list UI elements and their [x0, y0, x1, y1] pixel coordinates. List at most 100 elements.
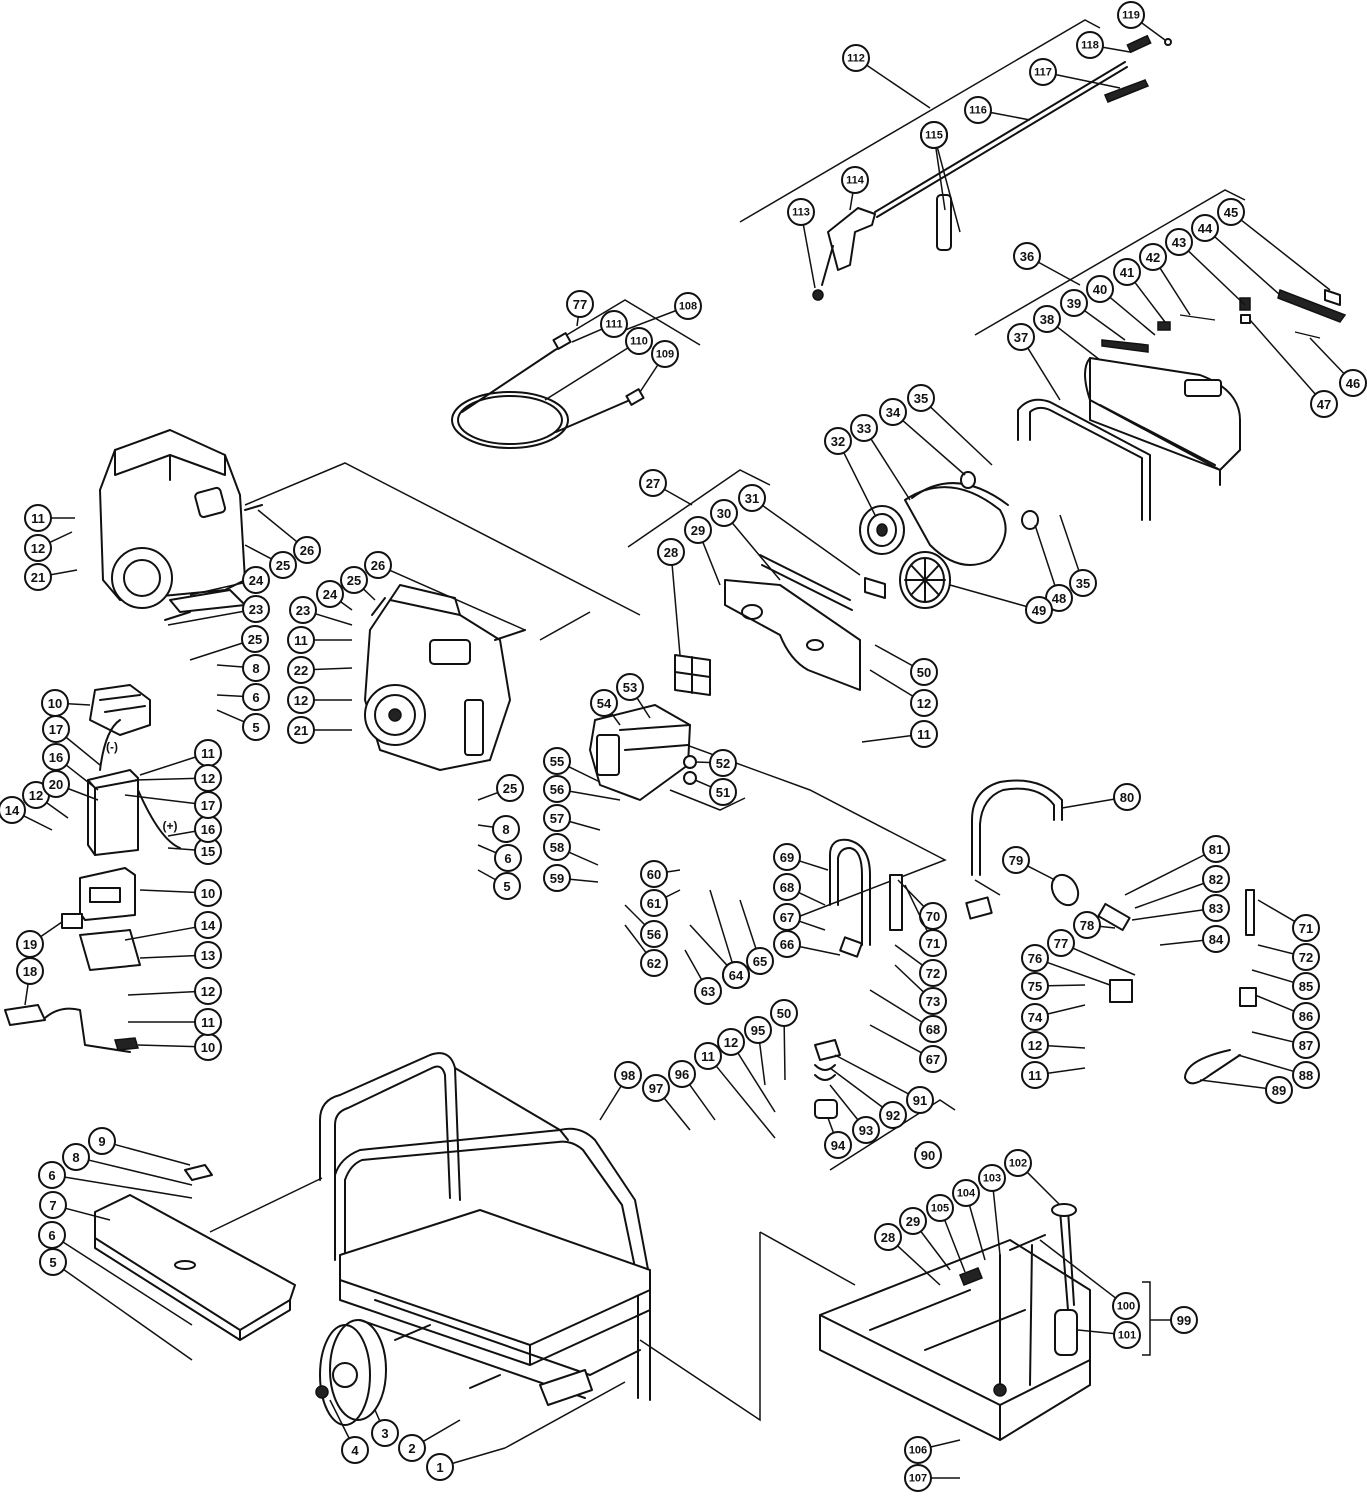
callout-leader [569, 878, 599, 883]
callout-circle [1021, 972, 1049, 1000]
callout-leader [1055, 73, 1121, 89]
callout-leader [64, 1176, 193, 1199]
callout-38: 38 [1033, 305, 1101, 361]
callout-85: 85 [1251, 969, 1320, 1000]
callout-51: 51 [694, 778, 737, 806]
callout-number: 66 [780, 937, 794, 952]
callout-63: 63 [684, 949, 722, 1005]
callout-114: 114 [841, 166, 869, 211]
hose-assembly [451, 332, 645, 449]
callout-16-2: 16 [167, 815, 222, 843]
callout-98: 98 [599, 1061, 642, 1121]
callout-number: 92 [886, 1108, 900, 1123]
callout-circle [668, 1060, 696, 1088]
callout-leader [477, 791, 499, 801]
callout-number: 86 [1299, 1009, 1313, 1024]
battery-assembly [4, 684, 181, 1053]
callout-number: 104 [957, 1188, 976, 1200]
callout-leader [49, 531, 73, 544]
callout-number: 115 [925, 130, 943, 142]
callout-leader [167, 830, 196, 837]
callout-57: 57 [543, 804, 601, 832]
callout-number: 108 [679, 301, 697, 313]
callout-circle [919, 1045, 947, 1073]
callout-number: 12 [1028, 1038, 1042, 1053]
callout-leader [65, 1207, 111, 1221]
callout-number: 6 [252, 690, 259, 705]
callout-circle [1202, 835, 1230, 863]
callout-number: 14 [5, 803, 20, 818]
callout-leader [1124, 854, 1205, 896]
callout-circle [242, 566, 270, 594]
callout-number: 52 [716, 756, 730, 771]
callout-43: 43 [1165, 228, 1246, 306]
callout-circle [1139, 243, 1167, 271]
callout-leader [569, 820, 601, 831]
callout-circle [1047, 929, 1075, 957]
callout-leader [861, 734, 912, 743]
callout-6-1: 6 [38, 1161, 193, 1199]
callout-number: 60 [647, 867, 661, 882]
callout-number: 97 [649, 1081, 663, 1096]
callout-number: 54 [597, 696, 612, 711]
callout-number: 102 [1009, 1158, 1027, 1170]
callout-leader [694, 779, 712, 788]
callout-11-4: 11 [128, 1008, 222, 1036]
callout-103: 103 [978, 1164, 1006, 1256]
callout-33: 33 [850, 414, 911, 501]
callout-circle [639, 469, 667, 497]
callout-number: 14 [201, 918, 216, 933]
callout-circle [242, 713, 270, 741]
callout-leader [1237, 1054, 1294, 1073]
callout-leader [799, 860, 829, 871]
pump-mount-plate [674, 554, 886, 696]
callout-circle [910, 689, 938, 717]
callout-95: 95 [744, 1016, 772, 1086]
callout-2: 2 [398, 1419, 461, 1462]
battery-negative-label: (-) [106, 740, 118, 754]
callout-leader [167, 610, 244, 626]
callout-circle [1292, 943, 1320, 971]
callout-circle [770, 999, 798, 1027]
callout-number: 76 [1028, 951, 1042, 966]
callout-circle [1113, 1321, 1141, 1349]
callout-leader [1240, 219, 1331, 291]
callout-number: 95 [751, 1023, 765, 1038]
callout-leader [124, 794, 196, 805]
callout-number: 56 [647, 927, 661, 942]
callout-47: 47 [1249, 319, 1338, 418]
callout-circle [39, 1248, 67, 1276]
callout-number: 106 [909, 1445, 927, 1457]
callout-leader [340, 601, 353, 611]
callout-circle [1191, 214, 1219, 242]
callout-leader [1251, 1031, 1294, 1043]
callout-8-3: 8 [477, 815, 520, 843]
callout-circle [24, 563, 52, 591]
callout-10-2: 10 [139, 879, 222, 907]
callout-number: 119 [1122, 10, 1140, 22]
callout-88: 88 [1237, 1054, 1320, 1089]
callout-leader [63, 1268, 193, 1361]
callout-circle [1007, 323, 1035, 351]
callout-leader [1134, 882, 1205, 909]
callout-leader [715, 1065, 776, 1139]
callout-leader [167, 847, 196, 851]
callout-number: 23 [249, 602, 263, 617]
callout-leader [189, 582, 244, 596]
callout-31: 31 [738, 484, 861, 576]
callout-76: 76 [1021, 944, 1111, 986]
callout-71-1: 71 [904, 884, 947, 957]
callout-circle [738, 484, 766, 512]
callout-circle [787, 198, 815, 226]
callout-circle [919, 987, 947, 1015]
callout-leader [936, 147, 961, 233]
callout-19: 19 [16, 921, 63, 958]
callout-107: 107 [904, 1464, 960, 1492]
callout-leader [257, 509, 298, 543]
callout-circle [293, 536, 321, 564]
callout-number: 81 [1209, 842, 1223, 857]
callout-leader [1059, 514, 1080, 571]
callout-number: 53 [623, 680, 637, 695]
callout-leader [866, 64, 931, 109]
callout-circle [398, 1434, 426, 1462]
